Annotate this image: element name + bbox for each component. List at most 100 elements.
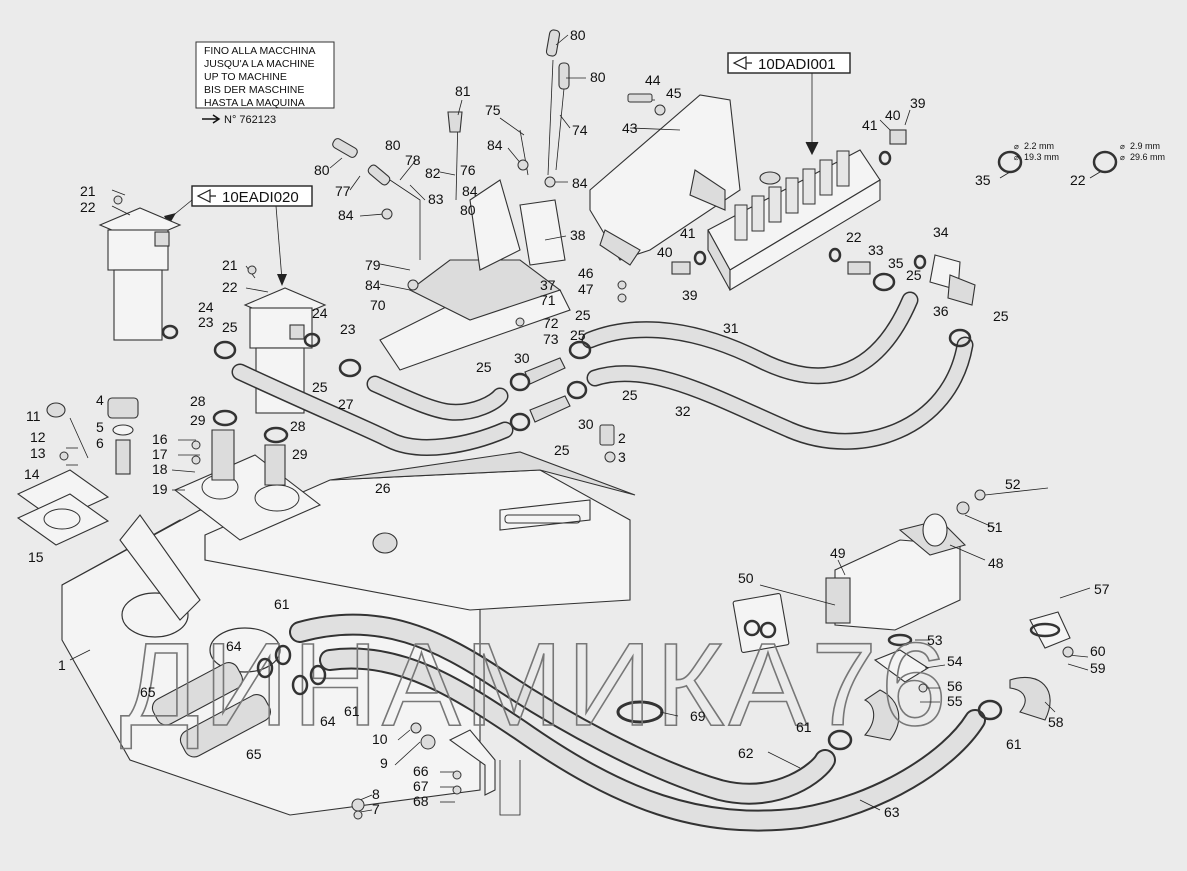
callout-69[interactable]: 69: [690, 708, 706, 724]
callout-79[interactable]: 79: [365, 257, 381, 273]
callout-66[interactable]: 66: [413, 763, 429, 779]
callout-22[interactable]: 22: [846, 229, 862, 245]
callout-84[interactable]: 84: [462, 183, 478, 199]
callout-62[interactable]: 62: [738, 745, 754, 761]
callout-52[interactable]: 52: [1005, 476, 1021, 492]
callout-61[interactable]: 61: [796, 719, 812, 735]
callout-74[interactable]: 74: [572, 122, 588, 138]
callout-28[interactable]: 28: [290, 418, 306, 434]
callout-25[interactable]: 25: [993, 308, 1009, 324]
callout-81[interactable]: 81: [455, 83, 471, 99]
callout-64[interactable]: 64: [226, 638, 242, 654]
callout-83[interactable]: 83: [428, 191, 444, 207]
callout-6[interactable]: 6: [96, 435, 104, 451]
callout-50[interactable]: 50: [738, 570, 754, 586]
callout-13[interactable]: 13: [30, 445, 46, 461]
callout-2[interactable]: 2: [618, 430, 626, 446]
callout-22[interactable]: 22: [1070, 172, 1086, 188]
callout-25[interactable]: 25: [312, 379, 328, 395]
callout-16[interactable]: 16: [152, 431, 168, 447]
callout-22[interactable]: 22: [80, 199, 96, 215]
callout-14[interactable]: 14: [24, 466, 40, 482]
callout-26[interactable]: 26: [375, 480, 391, 496]
callout-15[interactable]: 15: [28, 549, 44, 565]
callout-65[interactable]: 65: [246, 746, 262, 762]
callout-31[interactable]: 31: [723, 320, 739, 336]
callout-80[interactable]: 80: [460, 202, 476, 218]
callout-71[interactable]: 71: [540, 292, 556, 308]
callout-56[interactable]: 56: [947, 678, 963, 694]
callout-10[interactable]: 10: [372, 731, 388, 747]
callout-64[interactable]: 64: [320, 713, 336, 729]
callout-59[interactable]: 59: [1090, 660, 1106, 676]
callout-37[interactable]: 37: [540, 277, 556, 293]
callout-68[interactable]: 68: [413, 793, 429, 809]
callout-84[interactable]: 84: [572, 175, 588, 191]
callout-21[interactable]: 21: [222, 257, 238, 273]
filter-reference-tag[interactable]: 10EADI020: [191, 185, 313, 207]
callout-60[interactable]: 60: [1090, 643, 1106, 659]
callout-80[interactable]: 80: [590, 69, 606, 85]
callout-47[interactable]: 47: [578, 281, 594, 297]
callout-73[interactable]: 73: [543, 331, 559, 347]
callout-30[interactable]: 30: [514, 350, 530, 366]
callout-80[interactable]: 80: [385, 137, 401, 153]
callout-3[interactable]: 3: [618, 449, 626, 465]
callout-23[interactable]: 23: [340, 321, 356, 337]
valve-reference-tag[interactable]: 10DADI001: [727, 52, 851, 74]
callout-24[interactable]: 24: [198, 299, 214, 315]
callout-25[interactable]: 25: [575, 307, 591, 323]
callout-39[interactable]: 39: [910, 95, 926, 111]
callout-29[interactable]: 29: [292, 446, 308, 462]
callout-21[interactable]: 21: [80, 183, 96, 199]
callout-44[interactable]: 44: [645, 72, 661, 88]
callout-48[interactable]: 48: [988, 555, 1004, 571]
callout-25[interactable]: 25: [906, 267, 922, 283]
callout-38[interactable]: 38: [570, 227, 586, 243]
callout-24[interactable]: 24: [312, 305, 328, 321]
callout-25[interactable]: 25: [222, 319, 238, 335]
callout-12[interactable]: 12: [30, 429, 46, 445]
callout-11[interactable]: 11: [26, 408, 41, 424]
callout-49[interactable]: 49: [830, 545, 846, 561]
callout-35[interactable]: 35: [888, 255, 904, 271]
callout-61[interactable]: 61: [274, 596, 290, 612]
callout-84[interactable]: 84: [365, 277, 381, 293]
callout-7[interactable]: 7: [372, 801, 380, 817]
callout-61[interactable]: 61: [1006, 736, 1022, 752]
callout-43[interactable]: 43: [622, 120, 638, 136]
callout-18[interactable]: 18: [152, 461, 168, 477]
callout-32[interactable]: 32: [675, 403, 691, 419]
callout-72[interactable]: 72: [543, 315, 559, 331]
callout-54[interactable]: 54: [947, 653, 963, 669]
callout-57[interactable]: 57: [1094, 581, 1110, 597]
callout-53[interactable]: 53: [927, 632, 943, 648]
callout-84[interactable]: 84: [487, 137, 503, 153]
callout-33[interactable]: 33: [868, 242, 884, 258]
callout-25[interactable]: 25: [476, 359, 492, 375]
callout-63[interactable]: 63: [884, 804, 900, 820]
callout-39[interactable]: 39: [682, 287, 698, 303]
callout-34[interactable]: 34: [933, 224, 949, 240]
callout-25[interactable]: 25: [622, 387, 638, 403]
callout-8[interactable]: 8: [372, 786, 380, 802]
callout-40[interactable]: 40: [885, 107, 901, 123]
callout-17[interactable]: 17: [152, 446, 168, 462]
callout-51[interactable]: 51: [987, 519, 1003, 535]
callout-4[interactable]: 4: [96, 392, 104, 408]
callout-58[interactable]: 58: [1048, 714, 1064, 730]
callout-75[interactable]: 75: [485, 102, 501, 118]
callout-28[interactable]: 28: [190, 393, 206, 409]
callout-30[interactable]: 30: [578, 416, 594, 432]
callout-41[interactable]: 41: [862, 117, 878, 133]
callout-25[interactable]: 25: [554, 442, 570, 458]
callout-67[interactable]: 67: [413, 778, 429, 794]
callout-61[interactable]: 61: [344, 703, 360, 719]
callout-5[interactable]: 5: [96, 419, 104, 435]
callout-23[interactable]: 23: [198, 314, 214, 330]
callout-25[interactable]: 25: [570, 327, 586, 343]
callout-19[interactable]: 19: [152, 481, 168, 497]
callout-45[interactable]: 45: [666, 85, 682, 101]
callout-65[interactable]: 65: [140, 684, 156, 700]
callout-29[interactable]: 29: [190, 412, 206, 428]
